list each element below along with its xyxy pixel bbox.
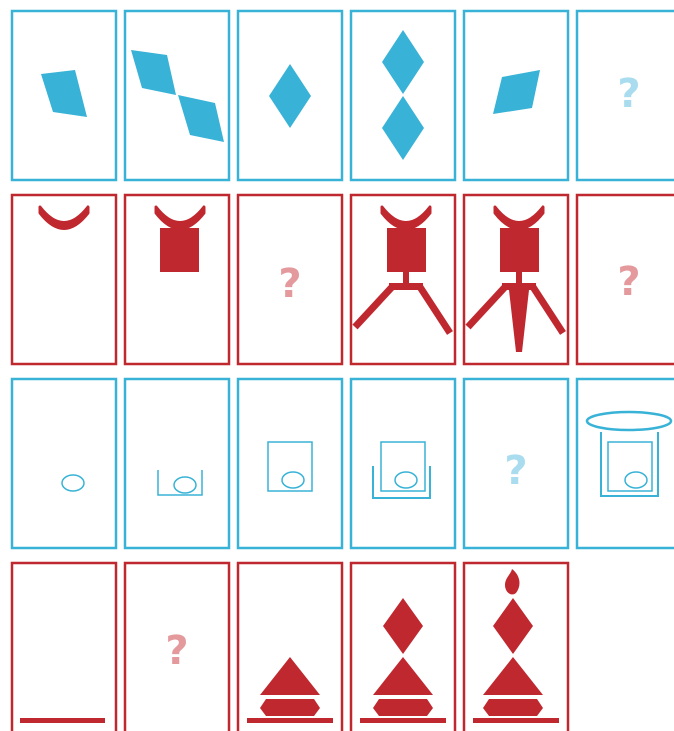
row1-card-4[interactable] — [351, 11, 455, 180]
row1-card-6[interactable]: ? — [577, 11, 674, 180]
base-line-icon — [473, 718, 559, 723]
row2-card-3[interactable]: ? — [238, 195, 342, 364]
neck-icon — [403, 272, 409, 284]
plinth-icon — [260, 699, 320, 716]
plinth-icon — [483, 699, 543, 716]
row1-card-3[interactable] — [238, 11, 342, 180]
row-3: ? — [12, 379, 674, 548]
row4-card-5[interactable] — [464, 563, 568, 731]
card-frame — [125, 11, 229, 180]
base-line-icon — [247, 718, 333, 723]
card-frame — [125, 195, 229, 364]
card-frame — [238, 379, 342, 548]
row4-card-3[interactable] — [238, 563, 342, 731]
row4-card-1[interactable] — [12, 563, 116, 731]
card-frame — [351, 379, 455, 548]
row3-card-3[interactable] — [238, 379, 342, 548]
body-block-icon — [500, 228, 539, 272]
row1-card-2[interactable] — [125, 11, 229, 180]
body-block-icon — [387, 228, 426, 272]
body-block-icon — [160, 228, 199, 272]
row2-card-5[interactable] — [464, 195, 568, 364]
question-mark: ? — [617, 259, 640, 305]
row1-card-1[interactable] — [12, 11, 116, 180]
row2-card-1[interactable] — [12, 195, 116, 364]
question-mark: ? — [617, 71, 640, 117]
card-frame — [12, 563, 116, 731]
row4-card-4[interactable] — [351, 563, 455, 731]
row3-card-6[interactable] — [577, 379, 674, 548]
row3-card-5[interactable]: ? — [464, 379, 568, 548]
card-frame — [12, 379, 116, 548]
row2-card-2[interactable] — [125, 195, 229, 364]
neck-icon — [516, 272, 522, 284]
row2-card-6[interactable]: ? — [577, 195, 674, 364]
base-line-icon — [20, 718, 105, 723]
base-line-icon — [360, 718, 446, 723]
row-1: ? — [12, 11, 674, 180]
row3-card-4[interactable] — [351, 379, 455, 548]
row-2: ? ? — [12, 195, 674, 364]
row1-card-5[interactable] — [464, 11, 568, 180]
card-frame — [125, 379, 229, 548]
row3-card-1[interactable] — [12, 379, 116, 548]
question-mark: ? — [278, 261, 301, 307]
plinth-icon — [373, 699, 433, 716]
question-mark: ? — [165, 628, 188, 674]
row3-card-2[interactable] — [125, 379, 229, 548]
row4-card-2[interactable]: ? — [125, 563, 229, 731]
row-4: ? — [12, 563, 568, 731]
card-frame — [577, 379, 674, 548]
row2-card-4[interactable] — [351, 195, 455, 364]
question-mark: ? — [504, 448, 527, 494]
card-frame — [12, 195, 116, 364]
